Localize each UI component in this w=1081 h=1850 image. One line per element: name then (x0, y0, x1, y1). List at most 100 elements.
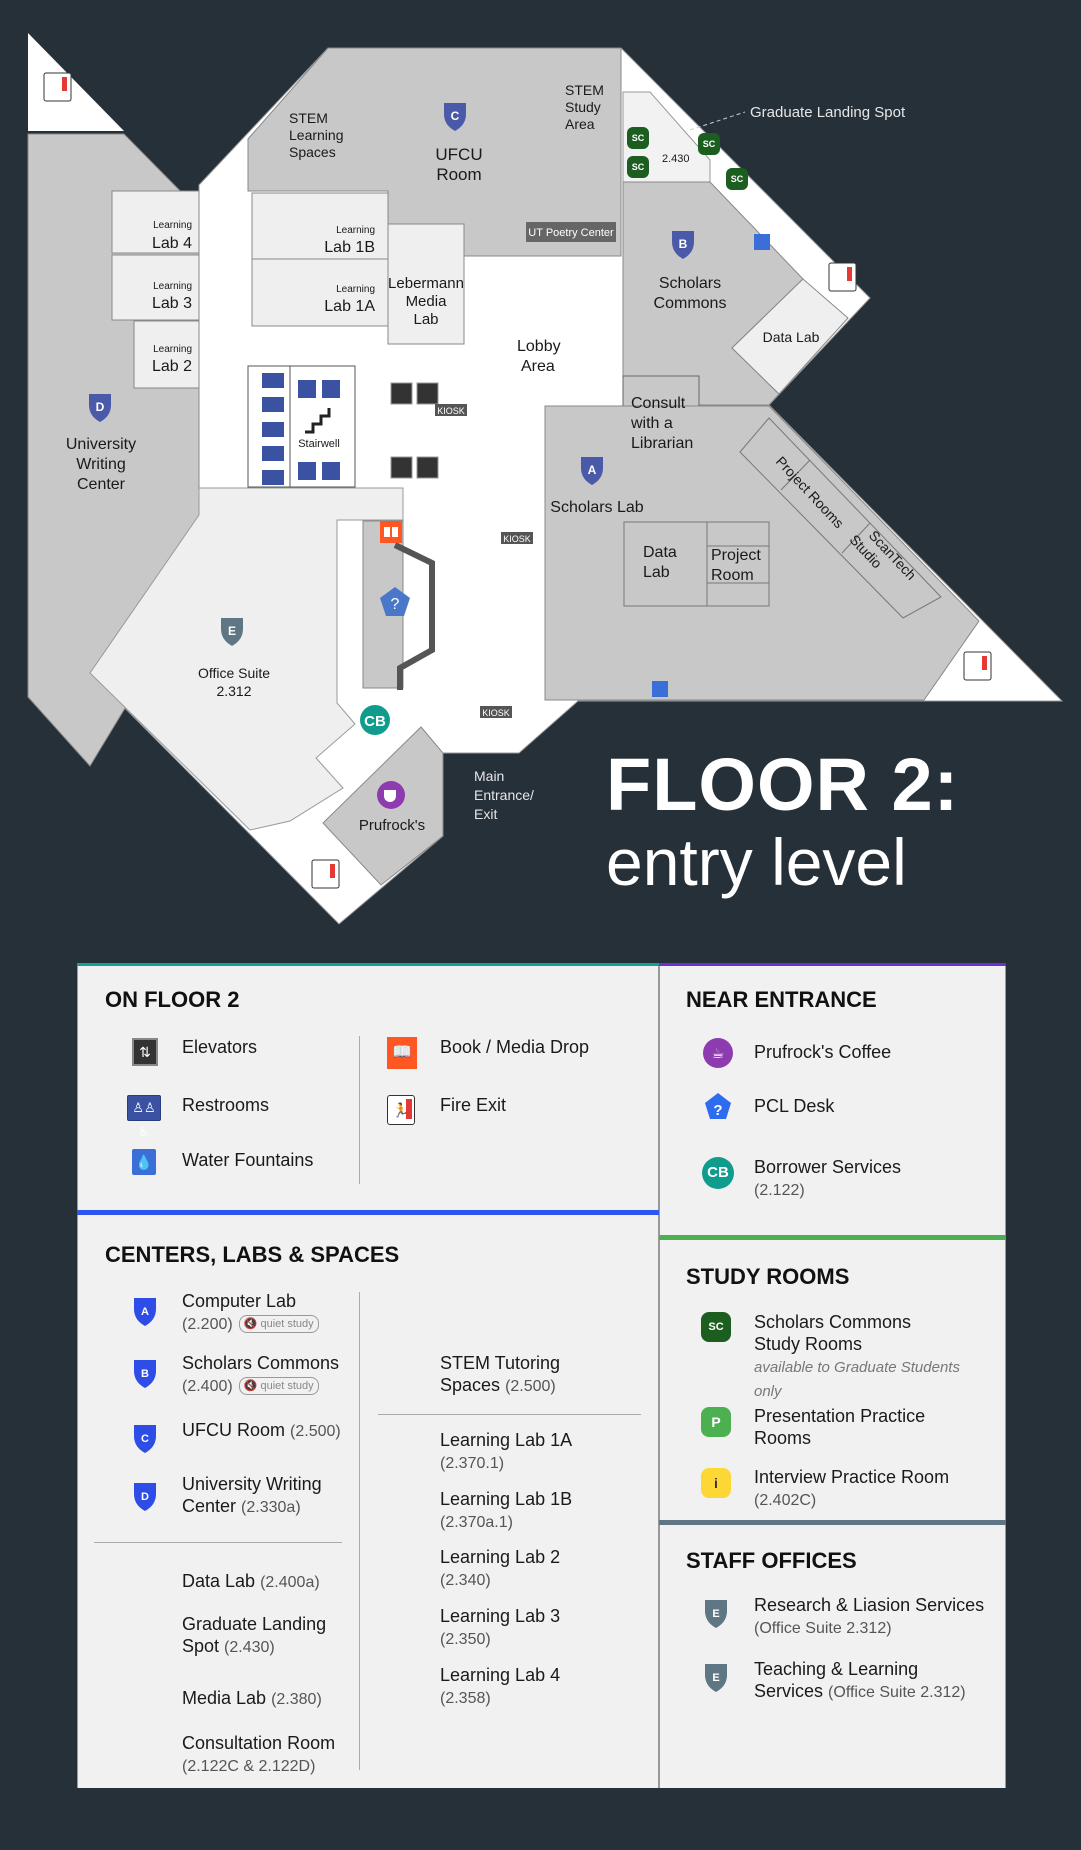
borrower-services-badge: CB (702, 1157, 734, 1189)
svg-text:KIOSK: KIOSK (482, 708, 510, 718)
on-floor-heading: ON FLOOR 2 (105, 987, 240, 1012)
legend-interview-room: Interview Practice Room(2.402C) (754, 1467, 950, 1509)
room-project-room[interactable] (706, 521, 770, 607)
legend-media-lab: Media Lab (2.380) (182, 1688, 322, 1708)
legend-restrooms: Restrooms (182, 1095, 270, 1115)
room-project-rooms-strip[interactable] (739, 417, 942, 619)
kiosk-tags: KIOSK KIOSK KIOSK (435, 404, 533, 718)
restroom-icons (262, 373, 340, 485)
room-data-lab[interactable] (731, 278, 849, 395)
slate-divider-bar (659, 1520, 1006, 1525)
legend-consultation-room: Consultation Room(2.122C & 2.122D) (182, 1733, 336, 1775)
room-learning-lab-4[interactable] (111, 190, 200, 254)
fire-exit-icon: 🏃 (387, 1095, 415, 1125)
teal-accent-bar (77, 963, 659, 966)
svg-text:?: ? (713, 1102, 722, 1119)
legend-prufrocks: Prufrock's Coffee (754, 1042, 892, 1062)
purple-accent-bar (659, 963, 1006, 966)
sc-badge: SC (701, 1312, 731, 1342)
room-ufcu[interactable] (247, 47, 622, 257)
divider (359, 1036, 360, 1184)
room-learning-lab-2[interactable] (133, 320, 200, 389)
legend-elevators: Elevators (182, 1037, 258, 1057)
elevator-icon: ⇅ (132, 1038, 158, 1066)
svg-text:Learning: Learning (153, 281, 192, 292)
divider (94, 1542, 342, 1543)
svg-text:Lab 4: Lab 4 (152, 235, 192, 252)
svg-text:E: E (228, 624, 236, 638)
water-fountain-icons (652, 234, 770, 697)
staff-badges: EE (705, 1600, 727, 1692)
floor-subtitle: entry level (606, 825, 907, 899)
svg-text:C: C (451, 109, 460, 123)
svg-text:Learning: Learning (336, 225, 375, 236)
svg-text:SC: SC (703, 139, 716, 149)
svg-text:A: A (588, 463, 597, 477)
legend-pcl-desk: PCL Desk (754, 1096, 835, 1116)
room-lebermann[interactable] (387, 223, 465, 345)
svg-text:E: E (712, 1672, 719, 1684)
room-office-suite[interactable] (89, 487, 404, 831)
svg-text:B: B (141, 1368, 149, 1380)
centers-heading: CENTERS, LABS & SPACES (105, 1242, 400, 1267)
svg-text:Lab 1B: Lab 1B (324, 239, 375, 256)
legend-book-drop: Book / Media Drop (440, 1037, 590, 1057)
svg-text:C: C (141, 1433, 149, 1445)
quiet-study-badge: 🔇 quiet study (238, 1315, 319, 1334)
svg-text:E: E (712, 1608, 719, 1620)
svg-text:B: B (679, 237, 688, 251)
floor-title: FLOOR 2: (606, 743, 960, 826)
coffee-icon: ☕ (703, 1038, 733, 1068)
borrower-services-badge (360, 705, 390, 735)
svg-text:Lab 3: Lab 3 (152, 295, 192, 312)
room-data-lab-inner[interactable] (623, 521, 708, 607)
pcl-desk-counter (393, 542, 435, 690)
legend-learning-lab-1a: Learning Lab 1A(2.370.1) (440, 1430, 573, 1472)
legend-learning-lab-2: Learning Lab 2(2.340) (440, 1547, 561, 1589)
legend-learning-lab-3: Learning Lab 3(2.350) (440, 1606, 561, 1648)
svg-text:KIOSK: KIOSK (437, 406, 465, 416)
fire-exit-area-nw (28, 33, 124, 131)
svg-text:2.430: 2.430 (662, 153, 690, 165)
quiet-study-badge: 🔇 quiet study (238, 1377, 319, 1396)
pcl-desk-icon: ? (705, 1093, 731, 1119)
book-drop-icon (380, 521, 402, 543)
blue-divider-bar (77, 1210, 659, 1215)
book-drop-icon: 📖 (387, 1037, 417, 1069)
svg-text:UT Poetry Center: UT Poetry Center (528, 227, 614, 239)
near-entrance-heading: NEAR ENTRANCE (686, 987, 877, 1012)
legend-water-fountains: Water Fountains (182, 1150, 314, 1170)
interview-badge: i (701, 1468, 731, 1498)
legend-learning-lab-1b: Learning Lab 1B(2.370a.1) (440, 1489, 573, 1531)
pcl-desk-icon (380, 587, 410, 616)
legend-learning-lab-4: Learning Lab 4(2.358) (440, 1665, 561, 1707)
restroom-icon: ♙♙♿ (127, 1095, 161, 1139)
room-learning-lab-3[interactable] (111, 254, 200, 321)
room-learning-lab-1a[interactable] (251, 258, 389, 327)
legend-borrower-services: Borrower Services(2.122) (754, 1157, 902, 1199)
divider (359, 1292, 360, 1770)
svg-text:Learning: Learning (336, 284, 375, 295)
room-learning-lab-1b[interactable] (251, 192, 389, 260)
study-rooms-heading: STUDY ROOMS (686, 1264, 850, 1289)
legend-data-lab: Data Lab (2.400a) (182, 1571, 320, 1591)
